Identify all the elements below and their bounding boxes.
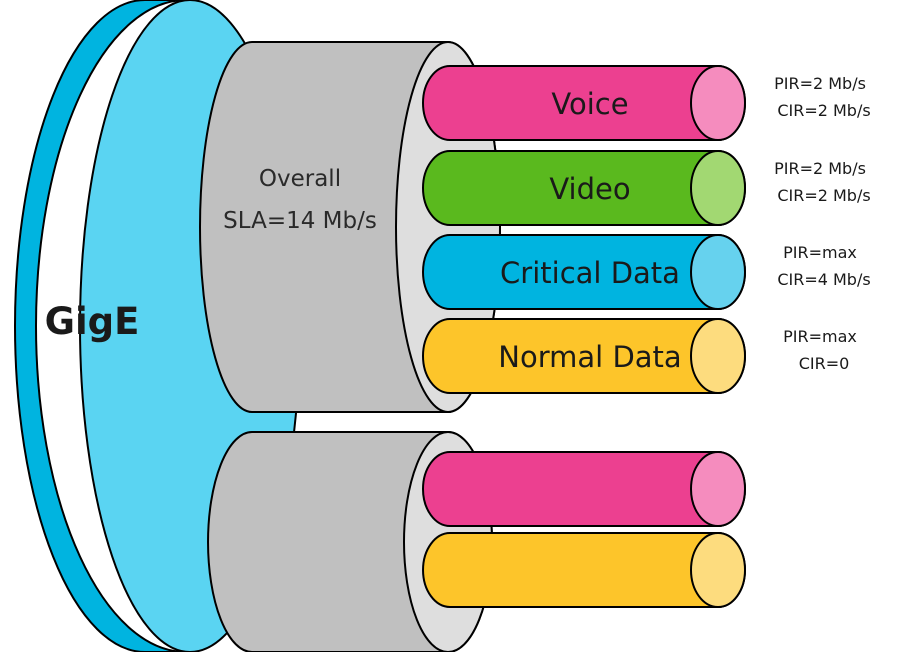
pipe-cir-label: CIR=2 Mb/s — [777, 186, 870, 205]
pipe-label: Voice — [551, 87, 628, 121]
pipe — [422, 451, 746, 527]
pipe-pir-label: PIR=max — [783, 243, 857, 262]
bundle-title-line: Overall — [259, 166, 341, 192]
pipe-pir-label: PIR=2 Mb/s — [774, 74, 866, 93]
pipe — [422, 532, 746, 608]
bundle-title-line: SLA=14 Mb/s — [223, 208, 377, 234]
pipe-cir-label: CIR=2 Mb/s — [777, 101, 870, 120]
pipe-end-cap — [690, 318, 746, 394]
pipe-end-cap — [690, 532, 746, 608]
pipe-label: Video — [549, 172, 630, 206]
pipe-end-cap — [690, 65, 746, 141]
pipe-cir-label: CIR=4 Mb/s — [777, 270, 870, 289]
pipe-pir-label: PIR=max — [783, 327, 857, 346]
pipe-label: Critical Data — [500, 256, 680, 290]
pipe-label: Normal Data — [498, 340, 681, 374]
pipe-pir-label: PIR=2 Mb/s — [774, 159, 866, 178]
pipe-end-cap — [690, 234, 746, 310]
bundle-2 — [207, 431, 746, 653]
pipe-end-cap — [690, 451, 746, 527]
gige-label: GigE — [45, 300, 140, 343]
pipe-end-cap — [690, 150, 746, 226]
pipe-cir-label: CIR=0 — [799, 354, 850, 373]
